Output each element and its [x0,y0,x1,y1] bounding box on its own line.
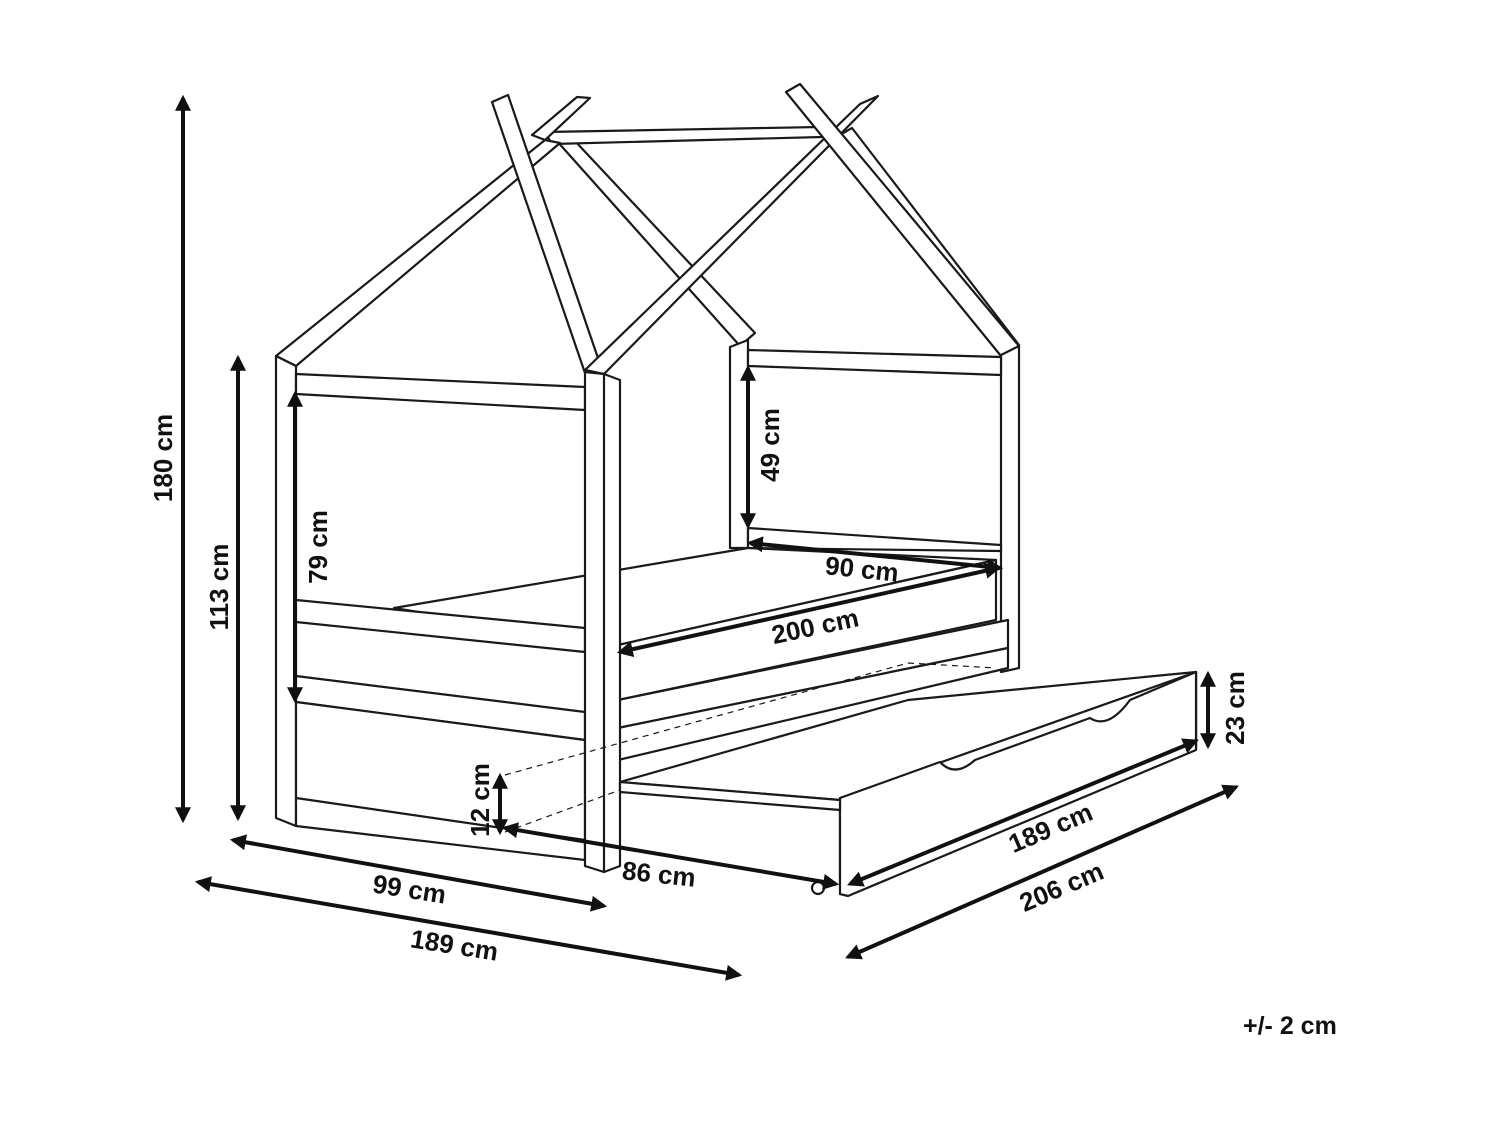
left-gable-rafter-b [530,95,592,142]
label-drawer-height: 23 cm [1220,671,1250,745]
dim-mattress-length-line [616,562,1002,658]
head-post-left [728,338,750,550]
drawer-caster [810,880,826,896]
head-top-rail [746,348,1003,377]
tolerance-note: +/- 2 cm [1243,1012,1337,1040]
label-total-height: 180 cm [148,414,178,502]
dimension-lines [175,94,1239,981]
dim-bed-length-line [845,784,1239,960]
foot-top-rail [294,372,587,412]
dim-bed-depth-line [194,876,743,981]
label-drawer-extension: 86 cm [621,855,697,893]
label-headboard-height: 49 cm [755,408,785,482]
label-guard-height: 79 cm [303,510,333,584]
hidden-line-1 [504,662,909,776]
drawer-bottom-rail [618,780,842,812]
front-gable-cross [784,82,1021,358]
hidden-line-3 [907,662,997,669]
hidden-line-2 [504,789,621,833]
label-drawer-clearance: 12 cm [465,763,495,837]
ridge-beam [543,125,824,146]
bed-frame [274,82,1198,898]
label-side-height: 113 cm [204,544,234,631]
